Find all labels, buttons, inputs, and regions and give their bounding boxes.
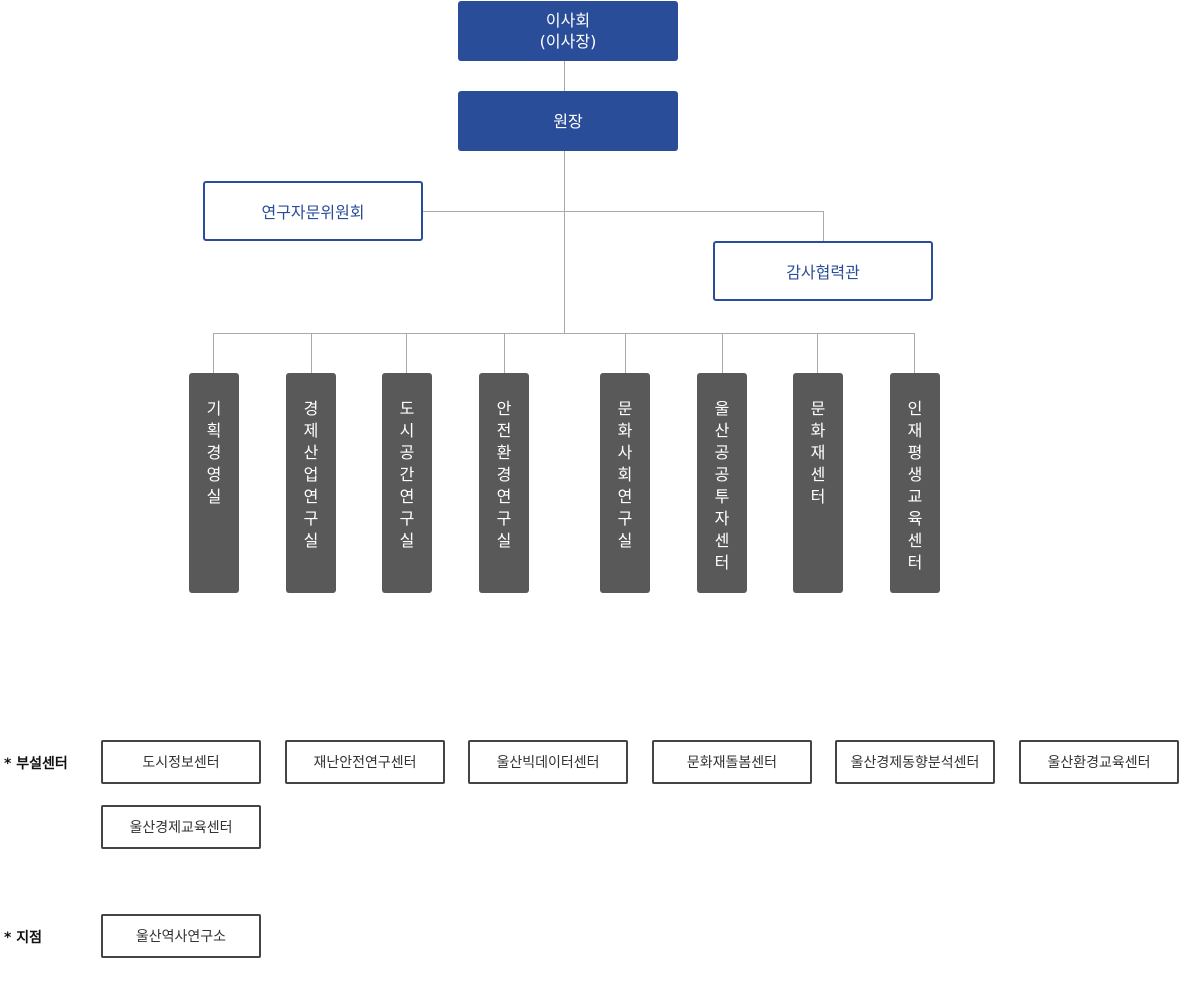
- department-box: 기획경영실: [189, 373, 239, 593]
- audit-label: 감사협력관: [786, 263, 860, 282]
- department-box: 문화재센터: [793, 373, 843, 593]
- connector-audit-drop: [823, 211, 824, 241]
- board-title: 이사회: [545, 11, 591, 30]
- department-box: 울산공공투자센터: [697, 373, 747, 593]
- branch-label: * 지점: [4, 930, 42, 946]
- department-box: 인재평생교육센터: [890, 373, 940, 593]
- connector-dept-5: [625, 333, 626, 373]
- board-subtitle: (이사장): [539, 32, 597, 51]
- connector-dept-4: [504, 333, 505, 373]
- affiliated-centers-label: * 부설센터: [4, 756, 68, 772]
- connector-dept-2: [311, 333, 312, 373]
- connector-dept-7: [817, 333, 818, 373]
- department-label: 도시공간연구실: [399, 399, 415, 550]
- affiliated-center-box: 울산경제동향분석센터: [835, 740, 995, 784]
- affiliated-center-box: 울산환경교육센터: [1019, 740, 1179, 784]
- connector-dept-1: [213, 333, 214, 373]
- connector-departments-bus: [213, 333, 915, 334]
- department-label: 기획경영실: [206, 399, 222, 506]
- advisory-committee-label: 연구자문위원회: [261, 203, 365, 222]
- department-box: 경제산업연구실: [286, 373, 336, 593]
- connector-president-trunk: [564, 151, 565, 333]
- affiliated-center-box: 울산경제교육센터: [101, 805, 261, 849]
- connector-dept-3: [406, 333, 407, 373]
- board-box: 이사회 (이사장): [458, 1, 678, 61]
- affiliated-center-box: 울산빅데이터센터: [468, 740, 628, 784]
- affiliated-center-box: 재난안전연구센터: [285, 740, 445, 784]
- department-label: 문화사회연구실: [617, 399, 633, 550]
- connector-advisory-audit: [423, 211, 824, 212]
- connector-dept-6: [722, 333, 723, 373]
- audit-box: 감사협력관: [713, 241, 933, 301]
- department-label: 울산공공투자센터: [714, 399, 730, 572]
- branch-box: 울산역사연구소: [101, 914, 261, 958]
- advisory-committee-box: 연구자문위원회: [203, 181, 423, 241]
- department-label: 안전환경연구실: [496, 399, 512, 550]
- department-label: 인재평생교육센터: [907, 399, 923, 572]
- department-box: 문화사회연구실: [600, 373, 650, 593]
- president-title: 원장: [553, 111, 583, 131]
- department-label: 문화재센터: [810, 399, 826, 506]
- department-label: 경제산업연구실: [303, 399, 319, 550]
- connector-dept-8: [914, 333, 915, 373]
- president-box: 원장: [458, 91, 678, 151]
- affiliated-center-box: 문화재돌봄센터: [652, 740, 812, 784]
- connector-board-president: [564, 61, 565, 91]
- department-box: 도시공간연구실: [382, 373, 432, 593]
- department-box: 안전환경연구실: [479, 373, 529, 593]
- affiliated-center-box: 도시정보센터: [101, 740, 261, 784]
